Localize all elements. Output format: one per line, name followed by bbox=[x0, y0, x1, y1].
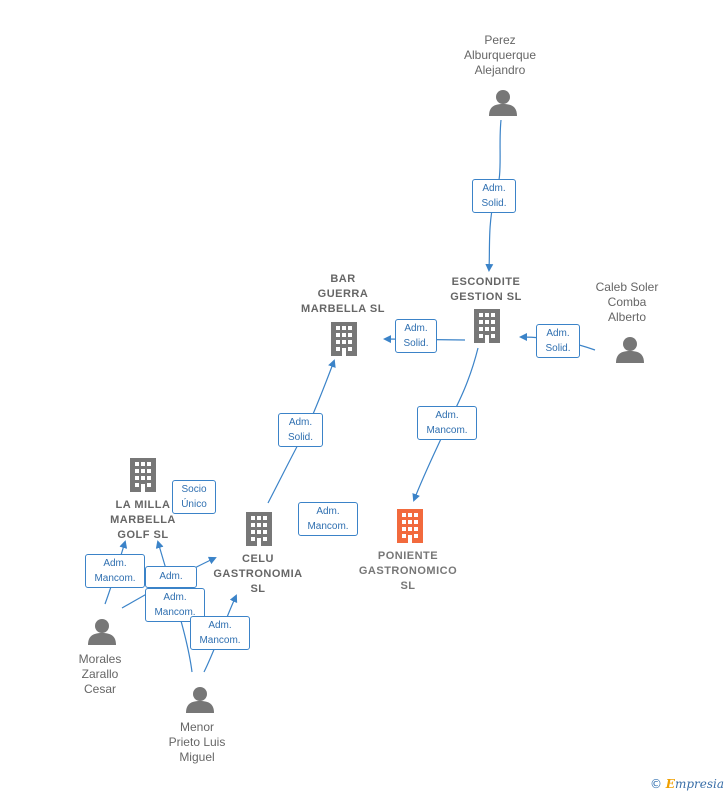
building-icon[interactable] bbox=[474, 309, 500, 343]
node-label-la-milla[interactable]: LA MILLA MARBELLA GOLF SL bbox=[110, 499, 176, 541]
building-icon[interactable] bbox=[246, 512, 272, 546]
node-label-morales[interactable]: Morales Zarallo Cesar bbox=[78, 652, 122, 696]
brand-name: mpresia bbox=[674, 777, 724, 791]
edge-label-morales-celu: Adm. bbox=[145, 566, 197, 588]
edge-label-perez-escondite: Adm. Solid. bbox=[472, 179, 516, 213]
node-label-poniente[interactable]: PONIENTE GASTRONOMICO SL bbox=[358, 550, 458, 592]
node-label-escondite[interactable]: ESCONDITE GESTION SL bbox=[450, 276, 522, 303]
person-icon[interactable] bbox=[88, 619, 116, 645]
building-icon[interactable] bbox=[130, 458, 156, 492]
edge-label-celu-bar: Adm. Solid. bbox=[278, 413, 323, 447]
node-label-bar-guerra[interactable]: BAR GUERRA MARBELLA SL bbox=[301, 273, 385, 315]
edge-label-morales-lamilla: Adm. Mancom. bbox=[85, 554, 145, 588]
copyright-icon: © bbox=[649, 777, 662, 791]
person-icon[interactable] bbox=[489, 90, 517, 116]
edge-label-escondite-bar: Adm. Solid. bbox=[395, 319, 437, 353]
edge-label-celu-poniente: Adm. Mancom. bbox=[298, 502, 358, 536]
empresia-credit[interactable]: © Empresia bbox=[650, 777, 724, 791]
edge-label-caleb-escondite: Adm. Solid. bbox=[536, 324, 580, 358]
person-icon[interactable] bbox=[616, 337, 644, 363]
node-label-celu[interactable]: CELU GASTRONOMIA SL bbox=[213, 553, 303, 595]
person-icon[interactable] bbox=[186, 687, 214, 713]
node-label-perez[interactable]: Perez Alburquerque Alejandro bbox=[463, 33, 537, 77]
edge-label-menor-celu: Adm. Mancom. bbox=[190, 616, 250, 650]
node-label-menor[interactable]: Menor Prieto Luis Miguel bbox=[168, 720, 226, 764]
edge-label-la-milla-socio: Socio Único bbox=[172, 480, 216, 514]
node-label-caleb[interactable]: Caleb Soler Comba Alberto bbox=[595, 280, 659, 324]
brand-initial: E bbox=[665, 777, 675, 791]
edge-label-escondite-poniente: Adm. Mancom. bbox=[417, 406, 477, 440]
building-icon[interactable] bbox=[397, 509, 423, 543]
building-icon[interactable] bbox=[331, 322, 357, 356]
